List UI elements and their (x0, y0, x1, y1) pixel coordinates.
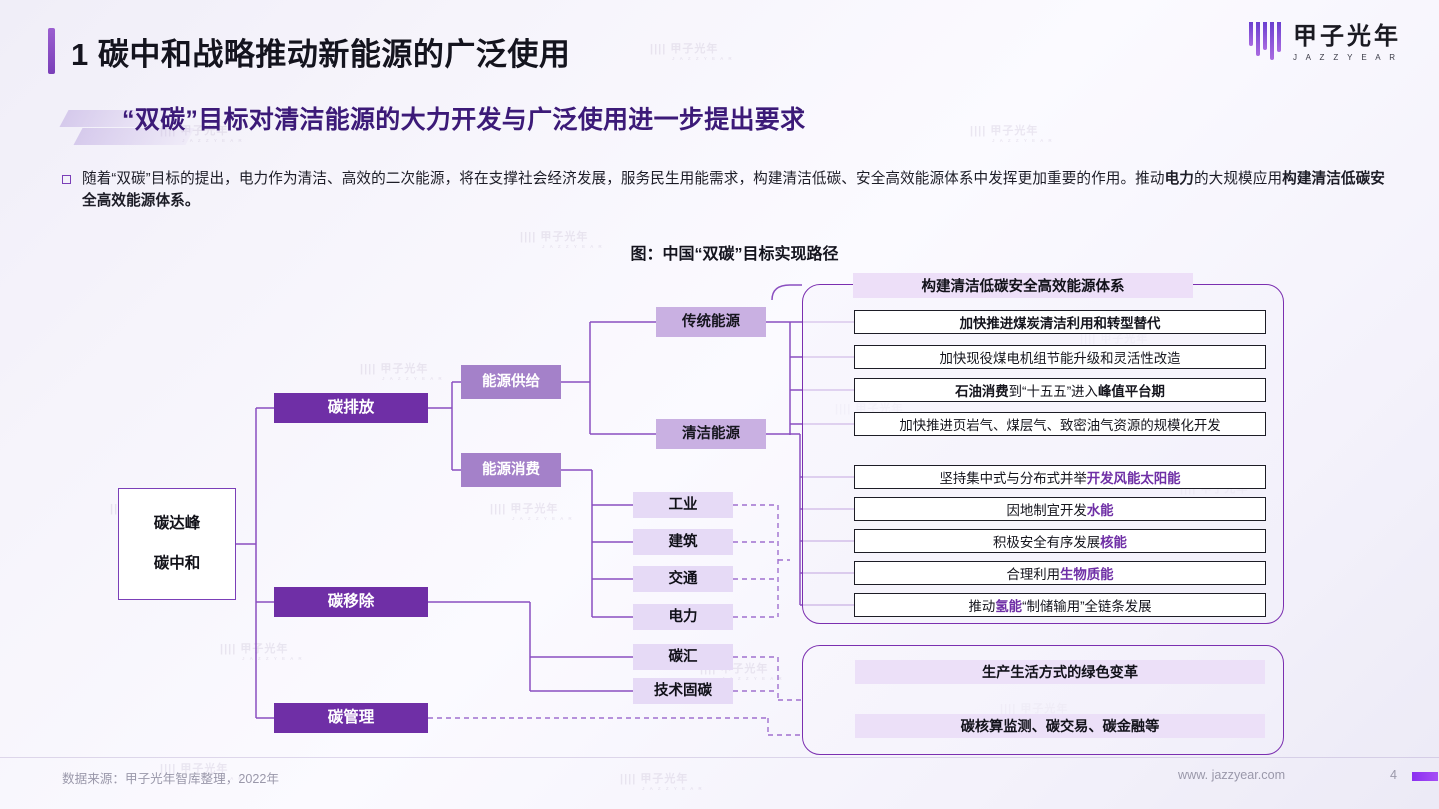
item-text-hl: 开发风能太阳能 (1086, 471, 1181, 486)
title-number: 1 (71, 36, 89, 72)
panel-item-carbon-accounting[interactable]: 碳核算监测、碳交易、碳金融等 (855, 714, 1265, 738)
footer-source: 数据来源：甲子光年智库整理，2022年 (62, 772, 279, 786)
item-text-post: “制储输用”全链条发展 (1022, 599, 1152, 614)
item-text-pre: 推动 (968, 599, 996, 614)
node-carbon-management[interactable]: 碳管理 (274, 703, 428, 733)
subtitle-text: “双碳”目标对清洁能源的大力开发与广泛使用进一步提出要求 (122, 106, 806, 134)
node-carbon-removal[interactable]: 碳移除 (274, 587, 428, 617)
figure-caption: 图：中国“双碳”目标实现路径 (630, 246, 839, 263)
node-label: 碳排放 (327, 399, 375, 417)
item-text-pre: 加快现役煤电机组节能升级和灵活性改造 (939, 351, 1181, 366)
panel-item-hydro[interactable]: 因地制宜开发水能 (854, 497, 1266, 521)
title-accent-bar (48, 28, 55, 74)
item-seg-1: 石油消费 (955, 384, 1009, 399)
node-label: 能源供给 (482, 373, 540, 390)
item-text-pre: 合理利用 (1006, 567, 1060, 582)
node-transport[interactable]: 交通 (633, 566, 733, 592)
node-carbon-sink[interactable]: 碳汇 (633, 644, 733, 670)
footer-page-number: 4 (1390, 768, 1398, 782)
node-label: 交通 (668, 570, 698, 587)
item-seg-3: 峰值平台期 (1097, 384, 1165, 399)
node-tech-carbon-fixation[interactable]: 技术固碳 (633, 678, 733, 704)
bullet-part2: 的大规模应用 (1193, 171, 1283, 187)
node-energy-supply[interactable]: 能源供给 (461, 365, 561, 399)
node-label: 工业 (668, 496, 698, 513)
title-text: 1 碳中和战略推动新能源的广泛使用 (71, 29, 570, 74)
node-label: 碳移除 (327, 593, 375, 611)
logo-cn: 甲子光年 (1293, 23, 1401, 50)
node-label: 能源消费 (482, 461, 540, 478)
item-text-hl: 生物质能 (1060, 567, 1114, 582)
node-building[interactable]: 建筑 (633, 529, 733, 555)
node-label: 传统能源 (682, 313, 740, 330)
page-title: 1 碳中和战略推动新能源的广泛使用 (48, 28, 570, 74)
logo-text: 甲子光年 J A Z Z Y E A R (1293, 25, 1401, 62)
node-label: 碳汇 (668, 648, 698, 665)
section-subtitle: “双碳”目标对清洁能源的大力开发与广泛使用进一步提出要求 (59, 100, 960, 148)
footer-divider (0, 757, 1439, 758)
panel-item-coal-clean-use[interactable]: 加快推进煤炭清洁利用和转型替代 (854, 310, 1266, 334)
item-text-pre: 加快推进煤炭 (959, 316, 1040, 331)
panel-item-hydrogen[interactable]: 推动氢能“制储输用”全链条发展 (854, 593, 1266, 617)
item-seg-2: 到“十五五”进入 (1008, 384, 1098, 399)
item-text-hl: 清洁利用和转型替代 (1039, 316, 1161, 331)
panel-item-nuclear[interactable]: 积极安全有序发展核能 (854, 529, 1266, 553)
title-label: 碳中和战略推动新能源的广泛使用 (97, 36, 571, 72)
node-label: 电力 (668, 608, 698, 625)
node-root[interactable]: 碳达峰 碳中和 (118, 488, 236, 600)
item-text-pre: 坚持集中式与分布式并举 (939, 471, 1087, 486)
item-text-pre: 积极安全有序发展 (993, 535, 1101, 550)
node-root-line2: 碳中和 (153, 555, 201, 572)
bullet-paragraph: 随着“双碳”目标的提出，电力作为清洁、高效的二次能源，将在支撑社会经济发展，服务… (62, 168, 1392, 212)
bullet-bold2: 构建清洁低碳安全高效能源体系。 (82, 171, 1385, 210)
footer-url[interactable]: www. jazzyear.com (1178, 768, 1286, 782)
panel-item-wind-solar[interactable]: 坚持集中式与分布式并举开发风能太阳能 (854, 465, 1266, 489)
brand-logo: 甲子光年 J A Z Z Y E A R (1249, 22, 1401, 62)
logo-en: J A Z Z Y E A R (1293, 53, 1399, 62)
bullet-bold1: 电力 (1164, 171, 1194, 187)
node-energy-consumption[interactable]: 能源消费 (461, 453, 561, 487)
node-label: 碳管理 (327, 709, 375, 727)
bullet-body: 随着“双碳”目标的提出，电力作为清洁、高效的二次能源，将在支撑社会经济发展，服务… (82, 168, 1392, 212)
node-carbon-emission[interactable]: 碳排放 (274, 393, 428, 423)
item-text-hl: 氢能 (995, 599, 1023, 614)
bullet-part1: 随着“双碳”目标的提出，电力作为清洁、高效的二次能源，将在支撑社会经济发展，服务… (82, 171, 1165, 187)
footer-accent-chip (1412, 772, 1438, 781)
node-clean-energy[interactable]: 清洁能源 (656, 419, 766, 449)
panel-item-biomass[interactable]: 合理利用生物质能 (854, 561, 1266, 585)
bullet-square-icon (62, 175, 71, 184)
node-power[interactable]: 电力 (633, 604, 733, 630)
node-traditional-energy[interactable]: 传统能源 (656, 307, 766, 337)
item-text-hl: 水能 (1086, 503, 1114, 518)
logo-stripes-icon (1249, 22, 1281, 62)
node-root-line1: 碳达峰 (153, 515, 201, 533)
node-label: 清洁能源 (682, 425, 740, 442)
node-industry[interactable]: 工业 (633, 492, 733, 518)
panel-energy-system-header: 构建清洁低碳安全高效能源体系 (853, 273, 1193, 298)
item-text-pre: 加快推进页岩气、煤层气、致密油气资源的规模化开发 (899, 418, 1221, 433)
node-label: 建筑 (668, 533, 698, 550)
node-label: 技术固碳 (654, 682, 712, 699)
panel-item-oil-peak[interactable]: 石油消费到“十五五”进入峰值平台期 (854, 378, 1266, 402)
panel-item-shale-gas[interactable]: 加快推进页岩气、煤层气、致密油气资源的规模化开发 (854, 412, 1266, 436)
panel-item-coal-plant-upgrade[interactable]: 加快现役煤电机组节能升级和灵活性改造 (854, 345, 1266, 369)
item-text-hl: 核能 (1100, 535, 1127, 550)
item-text-pre: 因地制宜开发 (1006, 503, 1087, 518)
panel-item-green-lifestyle[interactable]: 生产生活方式的绿色变革 (855, 660, 1265, 684)
